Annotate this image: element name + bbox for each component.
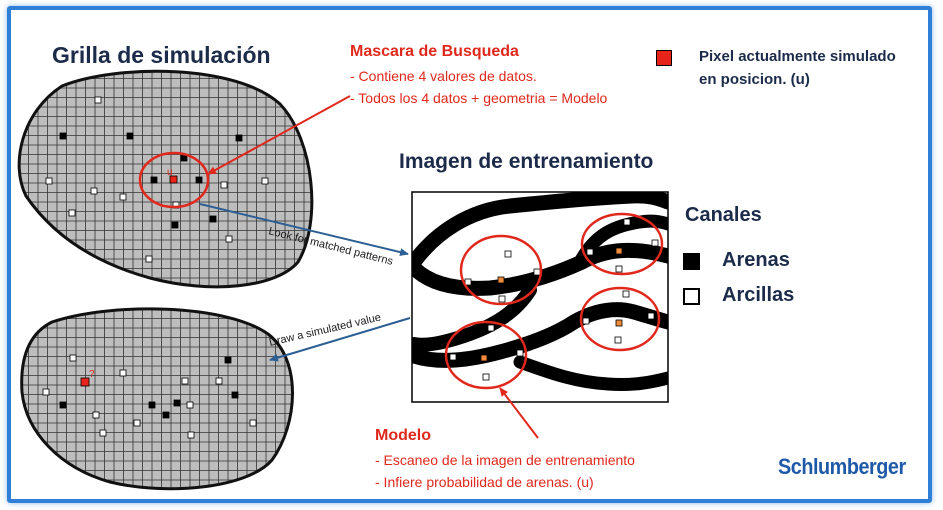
pixel-legend-line-2: en posicion. (u) (699, 71, 810, 88)
look-arrow (199, 203, 409, 257)
sand-legend-swatch (683, 253, 700, 270)
grid-top-cell (225, 235, 233, 243)
training-image-cell (504, 250, 512, 258)
channel-5 (412, 302, 668, 368)
search-mask-line-2: - Todos los 4 datos + geometria = Modelo (350, 90, 608, 106)
grid-top-cell (94, 96, 102, 104)
training-image-cell (622, 290, 630, 298)
grid-bot-cell (42, 388, 50, 396)
clay-legend-swatch (683, 288, 700, 305)
grid-top-cell (171, 221, 179, 229)
grid-top-cell (126, 132, 134, 140)
pixel-legend-line-1: Pixel actualmente simulado (699, 48, 896, 65)
channel-6 (513, 355, 668, 391)
training-image-cell (449, 353, 457, 361)
grid-top-cell (195, 176, 203, 184)
training-image-cell (623, 218, 631, 226)
grid-bot-cell (181, 377, 189, 385)
pixel-u-label: u (167, 167, 173, 178)
simulated-pixel-marker (80, 377, 90, 387)
training-image-cell (464, 278, 472, 286)
grid-top-cell (90, 187, 98, 195)
channel-4 (412, 283, 537, 352)
grid-bot-cell (162, 411, 170, 419)
pattern-ellipse-3 (579, 286, 661, 352)
channels-legend-title: Canales (685, 204, 762, 226)
grid-top-cell (150, 176, 158, 184)
grid-bot-cell (215, 377, 223, 385)
training-image-cell (614, 336, 622, 344)
grid-bot-cell (119, 369, 127, 377)
grid-bot-cell (148, 401, 156, 409)
grid-bot-cell (92, 411, 100, 419)
pixel-question-label: ? (89, 369, 95, 380)
grid-bot-cell (69, 354, 77, 362)
training-image-title: Imagen de entrenamiento (399, 150, 654, 173)
grid-top-cell (119, 193, 127, 201)
grid-top-cell (45, 237, 53, 245)
grid-top-cell (45, 177, 53, 185)
search-mask-line-1: - Contiene 4 valores de datos. (350, 68, 537, 84)
grid-bot-cell (231, 391, 239, 399)
simulation-grid-bottom: ? (20, 307, 294, 491)
training-image-center-cell (480, 354, 488, 362)
model-title: Modelo (375, 427, 431, 444)
grid-top-cell (261, 177, 269, 185)
channel-1 (412, 192, 668, 270)
training-image-center-cell (497, 276, 505, 284)
mask-arrow (207, 95, 351, 175)
pattern-ellipse-1 (459, 234, 543, 306)
training-image-center-cell (615, 319, 623, 327)
pattern-ellipse-4 (444, 320, 528, 390)
current-pixel-marker (169, 175, 178, 184)
grid-top-cell (145, 255, 153, 263)
training-image-cell (586, 248, 594, 256)
grid-bot-cell (249, 419, 257, 427)
simulation-grid-top: u (17, 69, 314, 289)
training-image-cell (533, 268, 541, 276)
schlumberger-logo: Schlumberger (778, 454, 906, 479)
grid-top-cell (209, 215, 217, 223)
training-image-cell (482, 373, 490, 381)
grid-top-cell (59, 132, 67, 140)
search-mask-ellipse (138, 151, 210, 209)
training-image-cell (582, 317, 590, 325)
training-image-cell (487, 324, 495, 332)
grid-top-cell (220, 181, 228, 189)
model-line-1: - Escaneo de la imagen de entrenamiento (375, 452, 635, 468)
grid-bot-cell (59, 401, 67, 409)
training-image-cell (498, 295, 506, 303)
channel-3 (573, 214, 668, 269)
training-image (411, 191, 669, 403)
pixel-legend-swatch (656, 50, 672, 66)
training-image-cell (651, 239, 659, 247)
grid-bot-cell (224, 356, 232, 364)
grid-bot-cell (99, 429, 107, 437)
slide-frame (7, 6, 932, 503)
training-image-cell (516, 349, 524, 357)
grid-top-cell (68, 209, 76, 217)
grid-bot-cell (187, 431, 195, 439)
draw-arrow (269, 317, 411, 362)
grid-bot-cell (186, 401, 194, 409)
sand-legend-label: Arenas (722, 249, 790, 271)
training-image-cell (647, 312, 655, 320)
pattern-ellipse-2 (580, 212, 664, 276)
grid-bot-cell (173, 399, 181, 407)
grid-bot-cell (133, 419, 141, 427)
simulation-grid-title: Grilla de simulación (52, 42, 271, 68)
model-arrow (499, 387, 539, 439)
training-image-center-cell (615, 247, 623, 255)
training-image-border (411, 191, 669, 403)
clay-legend-label: Arcillas (722, 284, 795, 306)
model-line-2: - Infiere probabilidad de arenas. (u) (375, 474, 594, 490)
grid-top-cell (235, 134, 243, 142)
training-image-cell (615, 265, 623, 273)
search-mask-title: Mascara de Busqueda (350, 43, 519, 60)
